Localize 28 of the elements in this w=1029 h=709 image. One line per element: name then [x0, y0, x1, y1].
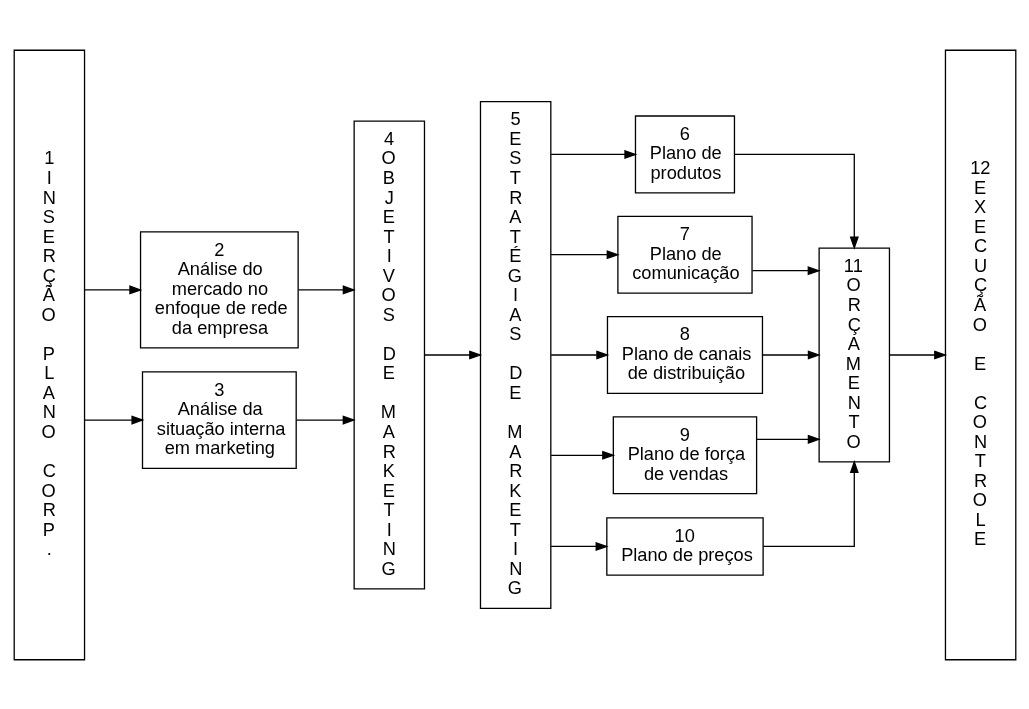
node-box: 1 INSERÇÃO PLANO CORP.	[13, 49, 85, 660]
arrow	[83, 284, 142, 294]
arrow	[762, 459, 859, 547]
node-box: 11 ORÇAMENTO	[817, 247, 890, 462]
node-box: 5 ESTRATÉGIAS DE MARKETING	[479, 100, 551, 609]
arrow	[550, 249, 620, 259]
node-box: 8 Plano de canais de distribuição	[606, 315, 763, 394]
arrow	[761, 349, 821, 360]
arrow	[550, 450, 615, 460]
node-box: 2 Análise do mercado no enfoque de rede da empresa	[139, 230, 299, 348]
arrow	[83, 415, 144, 425]
node-box: 6 Plano de produtos	[634, 114, 735, 193]
node-box: 7 Plano de comunicação	[616, 215, 753, 294]
node-box: 10 Plano de preços	[605, 516, 764, 576]
node-box: 4 OBJETIVOS DE MARKETING	[353, 120, 425, 589]
arrow	[423, 349, 482, 360]
arrow	[295, 415, 356, 425]
arrow	[888, 349, 947, 360]
arrow	[755, 434, 821, 444]
node-box: 9 Plano de força de vendas	[612, 415, 757, 494]
arrow	[550, 149, 637, 159]
node-box: 12 EXECUÇÃO E CONTROLE	[944, 49, 1016, 660]
arrow	[751, 265, 821, 275]
arrow	[550, 541, 609, 551]
arrow	[733, 153, 859, 250]
arrow	[550, 349, 609, 360]
arrow	[297, 284, 356, 294]
node-box: 3 Análise da situação interna em marketing	[141, 370, 297, 469]
